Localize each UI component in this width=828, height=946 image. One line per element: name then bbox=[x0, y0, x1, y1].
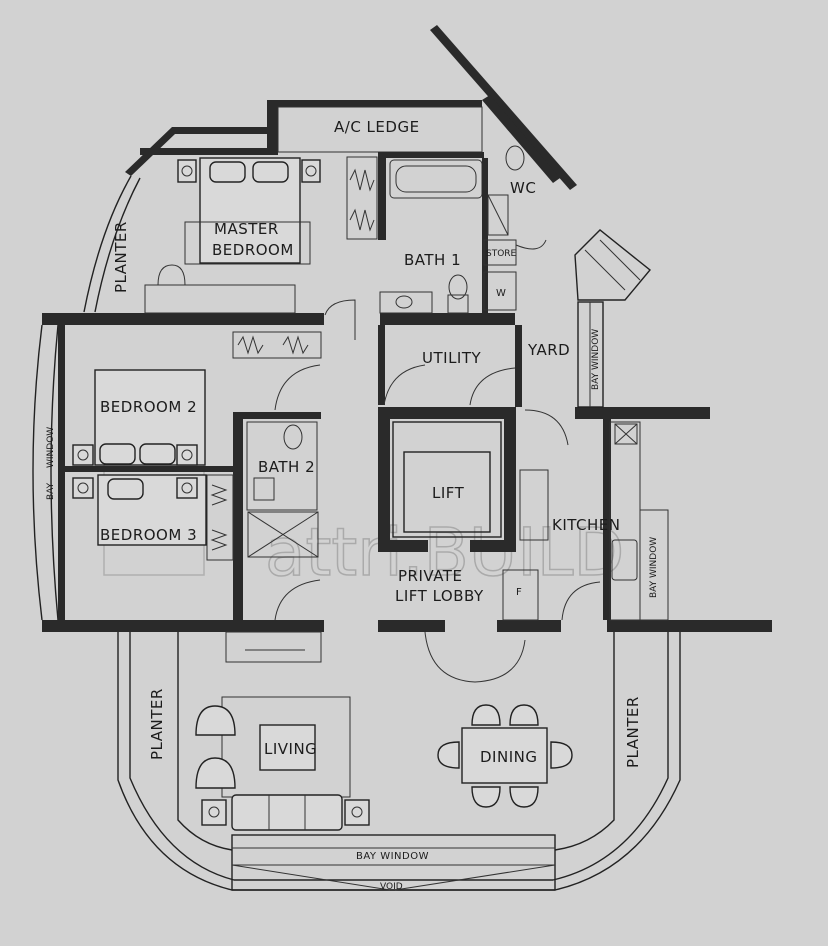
label-lift-lobby: LIFT LOBBY bbox=[395, 587, 484, 605]
label-bay-window-yard: BAY WINDOW bbox=[591, 329, 601, 390]
armchair-bottom bbox=[195, 757, 236, 789]
door-bedroom2 bbox=[274, 364, 321, 411]
label-bay-window-kitchen: BAY WINDOW bbox=[649, 537, 659, 598]
label-planter-top: PLANTER bbox=[112, 221, 130, 293]
wall-diagonal-wc bbox=[430, 25, 577, 190]
door-yard bbox=[469, 367, 516, 406]
wc-toilet bbox=[505, 145, 525, 171]
door-kitchen bbox=[524, 409, 569, 446]
bath2-toilet bbox=[283, 424, 303, 450]
wall-lower-mid bbox=[378, 620, 445, 632]
master-chair bbox=[157, 264, 186, 286]
wall-kitchen-right bbox=[603, 419, 611, 620]
wall-bath2-left bbox=[233, 412, 243, 622]
label-yard: YARD bbox=[527, 341, 570, 359]
wall-top-left bbox=[125, 127, 267, 176]
label-store: STORE bbox=[486, 249, 517, 259]
label-master-2: BEDROOM bbox=[212, 241, 294, 259]
wall-lower-left bbox=[42, 620, 324, 632]
door-kitchen-lower bbox=[561, 581, 601, 621]
label-bath2: BATH 2 bbox=[258, 458, 315, 476]
label-bay-left: BAY bbox=[46, 482, 56, 500]
bath2-box bbox=[246, 421, 318, 511]
lift-shaft bbox=[392, 421, 502, 538]
label-bay-window-bottom: BAY WINDOW bbox=[356, 851, 429, 862]
tv-console bbox=[225, 631, 322, 663]
master-nightstand-right bbox=[301, 159, 321, 183]
planter-edge bbox=[83, 175, 132, 313]
bay-window-bottom bbox=[231, 834, 556, 891]
bay-curve-left bbox=[32, 324, 43, 621]
door-main-entrance bbox=[424, 631, 526, 683]
wall-acledge-left bbox=[267, 100, 278, 155]
door-bedroom3 bbox=[274, 579, 321, 621]
label-lift: LIFT bbox=[432, 484, 465, 502]
label-living: LIVING bbox=[264, 740, 317, 758]
label-bath1: BATH 1 bbox=[404, 251, 461, 269]
wall-mid-right bbox=[380, 313, 515, 325]
bedroom2-wardrobe bbox=[232, 331, 322, 359]
bath1-vanity bbox=[379, 291, 433, 314]
dining-table bbox=[461, 727, 548, 784]
label-master-1: MASTER bbox=[214, 220, 279, 238]
angled-box bbox=[574, 229, 651, 301]
armchair-top bbox=[195, 705, 236, 736]
label-wc: WC bbox=[510, 179, 536, 197]
label-fridge: F bbox=[516, 587, 522, 598]
label-bedroom3: BEDROOM 3 bbox=[100, 526, 197, 544]
coffee-table bbox=[259, 724, 316, 771]
sofa bbox=[231, 794, 343, 831]
bath1-toilet bbox=[448, 274, 468, 300]
fridge-box bbox=[502, 569, 539, 621]
label-private: PRIVATE bbox=[398, 567, 462, 585]
label-ac-ledge: A/C LEDGE bbox=[334, 118, 420, 136]
label-void: VOID bbox=[380, 882, 403, 892]
kitchen-counter bbox=[519, 469, 549, 541]
kitchen-hob bbox=[611, 539, 638, 581]
label-kitchen: KITCHEN bbox=[552, 516, 621, 534]
w-box bbox=[483, 271, 517, 311]
label-planter-left: PLANTER bbox=[148, 688, 166, 760]
label-dining: DINING bbox=[480, 748, 537, 766]
door-wc bbox=[515, 239, 547, 250]
wall-mid-left bbox=[42, 313, 324, 325]
label-planter-right: PLANTER bbox=[624, 696, 642, 768]
wall-bedroom2-3 bbox=[65, 466, 233, 472]
lift-car bbox=[403, 451, 491, 533]
store-box bbox=[483, 239, 517, 266]
label-window-left: WINDOW bbox=[46, 427, 56, 468]
bath2-shower bbox=[247, 511, 319, 558]
bedroom3-wardrobe bbox=[206, 474, 234, 561]
wall-acledge-top bbox=[267, 100, 482, 107]
wall-lower-right bbox=[607, 620, 772, 632]
wall-kitchen-top bbox=[575, 407, 710, 419]
label-w: W bbox=[496, 288, 506, 299]
door-master bbox=[324, 299, 356, 340]
master-nightstand-left bbox=[177, 159, 197, 183]
master-wardrobe bbox=[346, 156, 378, 240]
watermark-text: attri.BUILD bbox=[265, 514, 624, 591]
label-bedroom2: BEDROOM 2 bbox=[100, 398, 197, 416]
door-utility bbox=[383, 364, 426, 406]
kitchen-duct bbox=[614, 423, 638, 445]
label-utility: UTILITY bbox=[422, 349, 482, 367]
